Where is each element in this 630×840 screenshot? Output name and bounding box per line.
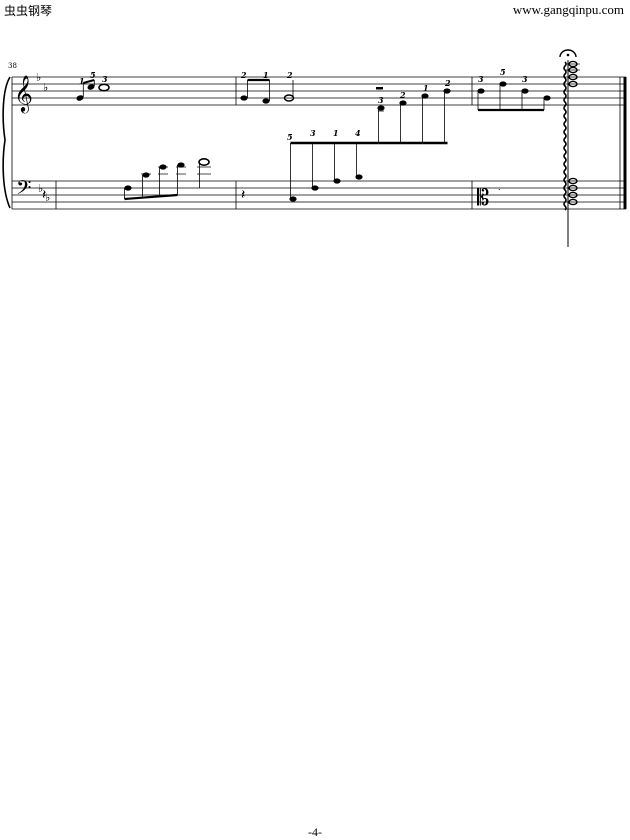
fermata-icon — [559, 49, 577, 58]
measure-2-bass: 𝄽 5 3 1 4 — [241, 128, 363, 203]
fingering: 1 — [423, 83, 429, 93]
measure-2-treble: 2 1 2 3 2 1 2 — [240, 70, 451, 112]
final-chord — [559, 49, 580, 247]
fingering: 2 — [444, 78, 451, 88]
bass-clef-icon: 𝄢 — [16, 176, 31, 204]
fingering: 2 — [399, 90, 406, 100]
measure-1-bass: 𝄽 — [42, 158, 211, 209]
fingering: 1 — [79, 76, 85, 86]
fingering: 3 — [378, 95, 384, 105]
fingering: 3 — [478, 74, 484, 84]
fingering: 3 — [102, 74, 108, 84]
fingering: 3 — [310, 128, 316, 138]
fingering: 1 — [263, 70, 269, 80]
fingering: 5 — [90, 70, 96, 80]
key-signature-treble: ♭♭ — [36, 71, 48, 94]
fingering: 1 — [333, 128, 339, 138]
half-rest — [376, 87, 383, 90]
fingering: 2 — [240, 70, 247, 80]
page-number: -4- — [308, 825, 322, 839]
site-url[interactable]: www.gangqinpu.com — [512, 2, 624, 17]
bass-staff — [12, 180, 626, 210]
measure-1-treble: 1 5 3 — [76, 70, 110, 101]
svg-text:♭: ♭ — [43, 81, 48, 94]
key-signature-bass: ♭♭ — [38, 182, 50, 204]
site-name: 虫虫钢琴 — [4, 4, 53, 18]
cross-staff-run — [290, 91, 448, 199]
svg-text:♭: ♭ — [36, 71, 41, 84]
measure-3-bass: 𝄡 . — [477, 183, 501, 211]
system-brace — [2, 76, 11, 209]
fingering: 4 — [355, 128, 361, 138]
barlines — [11, 77, 627, 209]
quarter-rest: 𝄽 — [42, 187, 46, 203]
fingering: 5 — [500, 67, 506, 77]
arpeggio-wavy-line — [563, 61, 567, 211]
fingering: 5 — [287, 132, 293, 142]
quarter-rest: 𝄽 — [241, 187, 245, 203]
svg-text:♭: ♭ — [38, 182, 43, 195]
treble-clef-icon: 𝄞 — [14, 74, 33, 113]
measure-3-treble: 3 5 3 — [477, 67, 551, 112]
fingering: 3 — [522, 74, 528, 84]
svg-text:♭: ♭ — [45, 191, 50, 204]
tenor-clef-icon: 𝄡 — [477, 186, 489, 211]
fingering: 2 — [286, 70, 293, 80]
svg-text:.: . — [498, 183, 501, 192]
measure-number: 38 — [8, 62, 17, 70]
